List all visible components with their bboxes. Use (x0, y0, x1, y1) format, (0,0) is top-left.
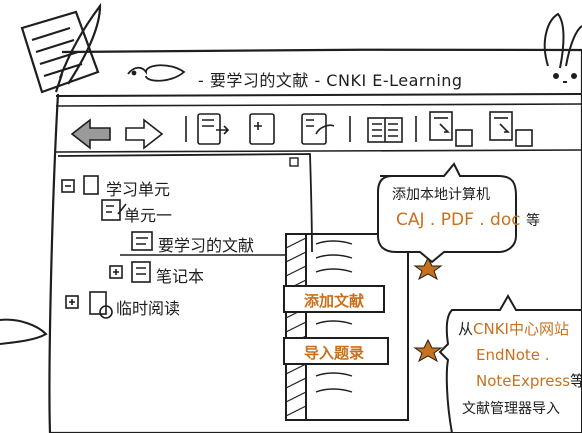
callout-import-cnki: CNKI中心网站 (473, 320, 569, 338)
tree-unit-label[interactable]: 单元一 (124, 206, 173, 225)
doc-reader-icon (131, 231, 153, 251)
context-menu-frame (285, 233, 409, 421)
reader-view-icon[interactable] (367, 117, 403, 143)
callout-local-formats: CAJ . PDF . doc (396, 210, 521, 230)
add-note-icon[interactable] (249, 113, 275, 145)
toolbar-separators (185, 116, 417, 142)
callout-local-etc: 等 (526, 213, 541, 229)
clock-doc-icon (89, 291, 113, 319)
callout-local-line1: 添加本地计算机 (392, 187, 490, 203)
callout-import-frame (438, 293, 582, 433)
add-literature-item[interactable] (283, 285, 385, 313)
callout-import-prefix: 从 (458, 320, 474, 338)
toolbar-top-line (55, 103, 582, 107)
import-word-icon[interactable] (489, 111, 533, 147)
star-icon-2 (413, 338, 443, 363)
tree-notebook-label[interactable]: 笔记本 (156, 267, 205, 286)
import-records-item[interactable] (283, 337, 389, 365)
tree-panel-frame (57, 153, 313, 253)
bunny-foot-doodle (0, 318, 48, 345)
expand-icon[interactable] (109, 265, 123, 279)
callout-import-noteexpress: NoteExpress (476, 372, 571, 390)
window-title: - 要学习的文献 - CNKI E-Learning (198, 71, 463, 90)
notepad-quill-icon (20, 2, 102, 94)
tree-folder-label[interactable]: 要学习的文献 (158, 236, 255, 255)
titlebar-divider (55, 93, 582, 97)
add-literature-label: 添加文献 (304, 292, 365, 310)
open-file-icon[interactable] (301, 113, 335, 145)
mouse-doodle-icon (127, 64, 186, 82)
notebook-icon (131, 261, 151, 283)
folder-icon (83, 175, 99, 195)
import-records-label: 导入题录 (304, 344, 365, 362)
expand-icon-2[interactable] (65, 295, 79, 309)
collapse-icon[interactable] (61, 179, 75, 193)
star-icon (413, 256, 443, 281)
back-arrow-icon[interactable] (70, 118, 111, 150)
tree-temp-label[interactable]: 临时阅读 (116, 299, 181, 318)
scroll-up-icon[interactable] (289, 157, 299, 167)
add-item-icon[interactable] (197, 113, 230, 145)
callout-import-line4: 文献管理器导入 (462, 401, 560, 417)
export-word-icon[interactable] (429, 111, 473, 147)
callout-import-endnote: EndNote . (476, 346, 550, 364)
callout-local-frame (377, 162, 517, 264)
bunny-doodle (543, 12, 582, 83)
callout-import-etc: 等 (570, 372, 582, 390)
forward-arrow-icon[interactable] (125, 118, 164, 150)
toolbar-bottom-line (55, 149, 582, 153)
edit-note-icon (101, 199, 127, 221)
tree-root-label[interactable]: 学习单元 (106, 180, 171, 199)
